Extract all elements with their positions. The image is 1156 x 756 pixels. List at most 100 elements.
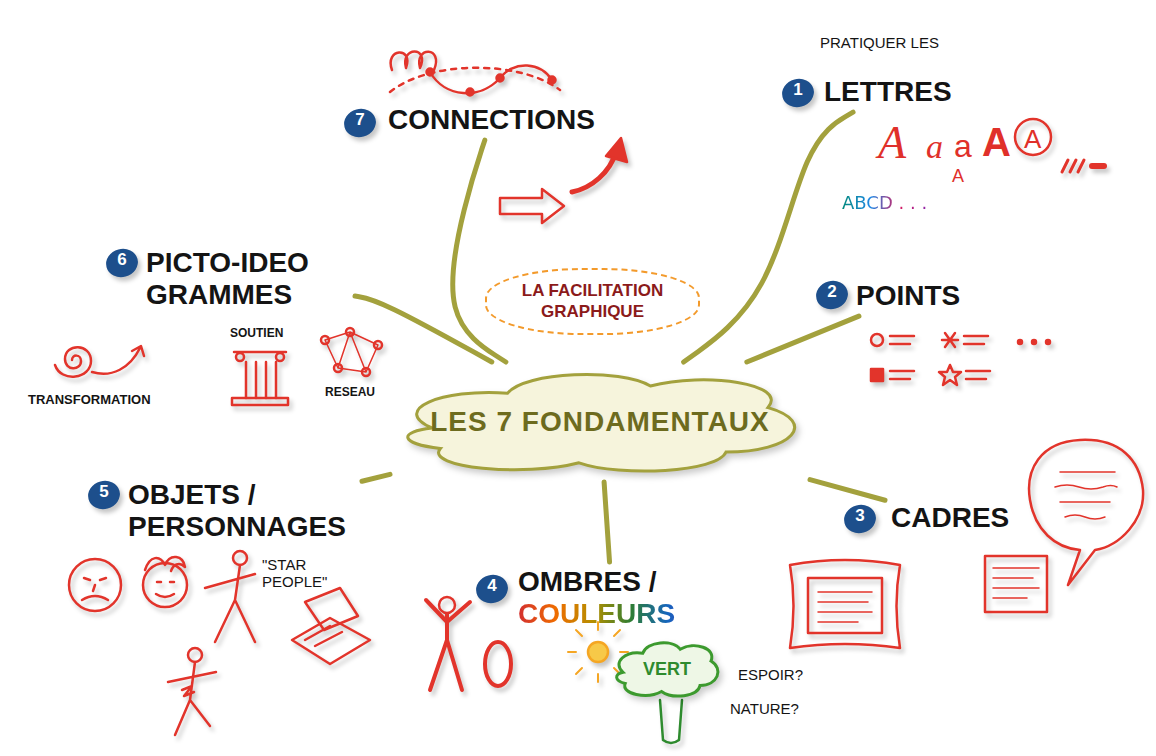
letter-sample: A	[952, 166, 964, 187]
hair-scribble	[145, 557, 185, 571]
inner-frame	[808, 578, 882, 633]
laptop-screen	[305, 588, 358, 630]
pillar-base	[232, 398, 288, 405]
branch-heading: CADRES	[885, 498, 1015, 538]
branch-heading: LETTRES	[818, 72, 958, 112]
laptop-base	[292, 618, 370, 664]
bullet-lines	[964, 336, 988, 344]
link-curve	[430, 65, 552, 93]
pillar-scroll	[276, 353, 284, 361]
callout-number: 5	[90, 482, 118, 508]
pillow-frame	[790, 560, 900, 648]
note-text: NATURE?	[730, 700, 799, 717]
transformation-spiral	[55, 347, 91, 376]
badge-blob	[103, 245, 141, 280]
node-text: VERT	[643, 659, 691, 680]
page-sheet	[985, 556, 1047, 612]
alphabet-sample: ABCD . . .	[842, 192, 927, 213]
page-lines	[993, 568, 1039, 598]
note-text: ESPOIR?	[738, 666, 803, 683]
sun	[588, 642, 608, 662]
branch-connector	[684, 112, 853, 362]
network-node	[321, 336, 329, 344]
branch-heading: POINTS	[850, 276, 966, 316]
node-text: OBJETS / PERSONNAGES	[128, 479, 356, 543]
pillar-shaft	[246, 362, 276, 398]
dotted-arc	[390, 68, 560, 92]
loop-scribble	[391, 52, 436, 71]
dancer-body	[168, 662, 216, 735]
branch-heading: CONNECTIONS	[382, 100, 601, 140]
node-text: CADRES	[891, 502, 1009, 534]
branch-connector	[453, 140, 506, 362]
node-text: LETTRES	[824, 76, 952, 108]
cloud-shape	[408, 374, 795, 471]
callout-number: 7	[346, 110, 374, 136]
bubble-lines	[1055, 472, 1117, 519]
letter-sample: a	[926, 128, 943, 166]
title-burst: LA FACILITATION GRAPHIQUE	[485, 268, 700, 335]
note-text: PRATIQUER LES	[820, 34, 939, 51]
bullet-dot	[1032, 340, 1036, 344]
bullet-star	[939, 365, 961, 385]
hash-marks	[1062, 160, 1084, 172]
pictogram-label: TRANSFORMATION	[28, 392, 151, 407]
branch-connector	[810, 480, 885, 501]
star-person-head	[233, 551, 247, 565]
callout-number: 1	[784, 80, 812, 106]
bullet-lines	[966, 371, 990, 379]
pictogram-label: RESEAU	[325, 385, 375, 399]
badge-blob	[473, 571, 511, 606]
callout-number: 4	[478, 576, 506, 602]
link-dot	[467, 89, 474, 96]
callout-number: 3	[846, 506, 874, 532]
node-text: PICTO-IDEO GRAMMES	[146, 247, 349, 311]
letter-sample: A	[982, 120, 1011, 165]
link-dot	[427, 69, 434, 76]
node-text: OMBRES /	[518, 566, 706, 598]
network-node	[346, 328, 354, 336]
frame-lines	[818, 592, 872, 622]
callout-number: 2	[818, 282, 846, 308]
face-happy	[143, 563, 187, 607]
bullet-circle	[871, 334, 883, 346]
tree-cloud: VERT	[612, 636, 722, 702]
branch-heading: OBJETS / PERSONNAGES	[122, 475, 362, 547]
network-node	[374, 341, 382, 349]
branch-heading: OMBRES /COULEURS	[512, 562, 712, 634]
badge-blob	[779, 75, 817, 110]
face-sad	[69, 559, 121, 611]
branch-connector	[604, 482, 609, 562]
face-features	[156, 582, 174, 597]
node-text: POINTS	[856, 280, 960, 312]
pictogram-label: SOUTIEN	[230, 326, 283, 340]
pillar-scroll	[236, 353, 244, 361]
cloud-shape	[617, 643, 718, 696]
network-node	[362, 368, 370, 376]
dash-mark	[1092, 163, 1104, 169]
bullet-square	[871, 369, 883, 381]
badge-blob	[341, 105, 379, 140]
link-dot	[549, 77, 556, 84]
branch-connector	[362, 474, 390, 481]
branch-connector	[747, 316, 859, 362]
star-person-body	[205, 565, 255, 642]
central-cloud: LES 7 FONDAMENTAUX	[390, 362, 810, 482]
node-subtext: COULEURS	[518, 598, 706, 630]
bullet-dot	[1018, 340, 1022, 344]
branch-connector	[355, 296, 492, 362]
bullet-lines	[890, 371, 914, 379]
letter-sample: A	[1024, 124, 1041, 155]
arrow-head	[606, 138, 627, 162]
letter-sample: a	[954, 128, 972, 165]
node-text: LES 7 FONDAMENTAUX	[430, 406, 770, 438]
callout-number: 6	[108, 250, 136, 276]
network-links	[325, 332, 378, 372]
badge-blob	[841, 501, 879, 536]
number-badges	[85, 75, 879, 606]
bullet-lines	[890, 336, 914, 344]
bullet-dot	[1046, 340, 1050, 344]
figure-body	[426, 600, 470, 690]
badge-blob	[85, 477, 123, 512]
